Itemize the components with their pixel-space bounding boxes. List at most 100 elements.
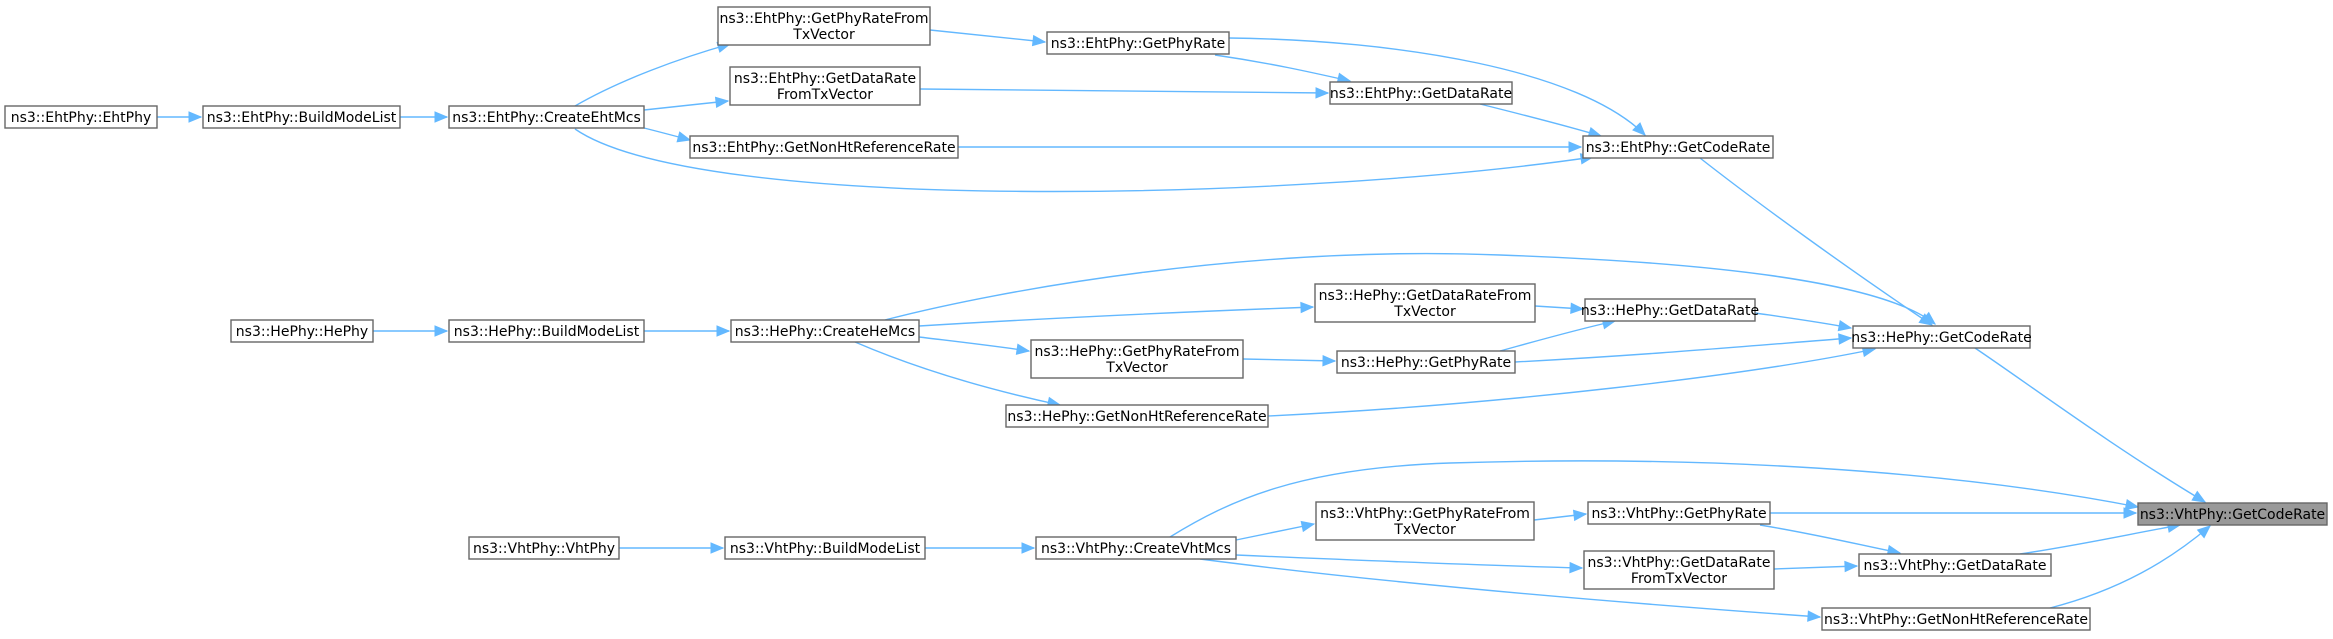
node-box (468, 536, 620, 560)
node-box (724, 536, 926, 560)
node-eht-nonHt[interactable]: ns3::EhtPhy::GetNonHtReferenceRate (689, 135, 959, 159)
node-label: ns3::EhtPhy::BuildModeList (207, 110, 397, 126)
arrowhead (1838, 333, 1853, 345)
edge-vht_phyRate-to-vht_dataRate (1759, 524, 1902, 557)
node-label: TxVector (1393, 304, 1456, 320)
node-box (730, 319, 920, 343)
node-vht-buildModeList[interactable]: ns3::VhtPhy::BuildModeList (724, 536, 926, 560)
edge-he_dataRateFromTx-to-he_dataRate (1534, 302, 1585, 315)
node-vht-ctor[interactable]: ns3::VhtPhy::VhtPhy (468, 536, 620, 560)
node-eht-codeRate[interactable]: ns3::EhtPhy::GetCodeRate (1582, 135, 1774, 159)
node-he-phyRate[interactable]: ns3::HePhy::GetPhyRate (1336, 350, 1516, 374)
node-box (1329, 81, 1513, 105)
node-label: TxVector (1393, 522, 1456, 538)
arrowhead (1807, 610, 1822, 622)
node-label: ns3::EhtPhy::GetDataRate (1330, 86, 1512, 102)
node-eht-dataRate[interactable]: ns3::EhtPhy::GetDataRate (1329, 81, 1513, 105)
node-he-buildModeList[interactable]: ns3::HePhy::BuildModeList (448, 319, 645, 343)
arrowhead (1322, 354, 1337, 367)
node-he-codeRate[interactable]: ns3::HePhy::GetCodeRate (1851, 325, 2032, 349)
node-he-dataRate[interactable]: ns3::HePhy::GetDataRate (1581, 298, 1759, 322)
arrowhead (1837, 319, 1853, 332)
node-he-nonHt[interactable]: ns3::HePhy::GetNonHtReferenceRate (1005, 404, 1269, 428)
edge-he_buildModeList-to-he_createMcs (644, 325, 731, 337)
edge-vht_createMcs-to-vht_codeRate (1169, 460, 2140, 538)
edge-he_ctor-to-he_buildModeList (373, 325, 449, 337)
edge-vht_createMcs-to-vht_phyRateFromTx (1235, 520, 1316, 541)
node-box (1314, 283, 1536, 323)
edge-he_phyRateFromTx-to-he_phyRate (1242, 354, 1337, 367)
node-vht-nonHt[interactable]: ns3::VhtPhy::GetNonHtReferenceRate (1821, 607, 2091, 631)
arrowhead (1921, 311, 1937, 325)
node-eht-ctor[interactable]: ns3::EhtPhy::EhtPhy (4, 105, 158, 129)
arrowhead (2124, 498, 2140, 511)
edge-eht_dataRateFromTx-to-eht_dataRate (919, 87, 1330, 99)
edge-eht_createMcs-to-eht_nonHt (643, 127, 692, 143)
node-box (689, 135, 959, 159)
edge-vht_createMcs-to-vht_dataRateFromTx (1235, 554, 1584, 574)
node-box (729, 66, 921, 106)
node-label: ns3::HePhy::GetDataRate (1581, 303, 1759, 319)
node-box (1582, 135, 1774, 159)
node-label: ns3::VhtPhy::VhtPhy (473, 541, 615, 557)
node-vht-phyRate[interactable]: ns3::VhtPhy::GetPhyRate (1587, 501, 1771, 525)
node-label: ns3::EhtPhy::GetNonHtReferenceRate (692, 140, 955, 156)
node-box (1852, 325, 2031, 349)
node-label: ns3::VhtPhy::GetCodeRate (2140, 507, 2325, 523)
node-box (230, 319, 374, 343)
node-label: ns3::VhtPhy::GetDataRate (1588, 555, 1771, 571)
arrowhead (2123, 507, 2138, 519)
node-label: ns3::VhtPhy::GetNonHtReferenceRate (1824, 612, 2088, 628)
edge-he_codeRate-to-vht_codeRate (1974, 347, 2207, 503)
node-box (1584, 298, 1756, 322)
edge-vht_buildModeList-to-vht_createMcs (925, 542, 1036, 554)
node-box (1821, 607, 2091, 631)
node-box (202, 105, 401, 129)
node-box (1046, 31, 1230, 55)
edge-vht_phyRate-to-vht_codeRate (1770, 507, 2138, 519)
edge-he_createMcs-to-he_nonHt (854, 341, 1062, 409)
node-box (1583, 550, 1775, 590)
node-label: ns3::VhtPhy::GetPhyRateFrom (1320, 506, 1530, 522)
arrowhead (710, 542, 725, 554)
node-eht-phyRate[interactable]: ns3::EhtPhy::GetPhyRate (1046, 31, 1230, 55)
node-vht-dataRate[interactable]: ns3::VhtPhy::GetDataRate (1858, 553, 2052, 577)
node-he-ctor[interactable]: ns3::HePhy::HePhy (230, 319, 374, 343)
node-label: FromTxVector (1631, 571, 1727, 587)
arrowhead (1021, 542, 1036, 554)
arrowhead (188, 111, 203, 123)
node-eht-createMcs[interactable]: ns3::EhtPhy::CreateEhtMcs (448, 105, 645, 129)
edge-vht_ctor-to-vht_buildModeList (619, 542, 725, 554)
edge-eht_nonHt-to-eht_codeRate (958, 141, 1583, 153)
edge-he_createMcs-to-he_phyRateFromTx (918, 336, 1031, 355)
arrowhead (1569, 561, 1584, 574)
node-eht-buildModeList[interactable]: ns3::EhtPhy::BuildModeList (202, 105, 401, 129)
arrowhead (1570, 302, 1585, 315)
node-vht-codeRate[interactable]: ns3::VhtPhy::GetCodeRate (2137, 502, 2328, 526)
arrowhead (716, 325, 731, 337)
node-label: ns3::HePhy::HePhy (236, 324, 368, 340)
arrowhead (2196, 525, 2211, 539)
arrowhead (2191, 490, 2207, 503)
node-label: ns3::VhtPhy::GetDataRate (1864, 558, 2047, 574)
edge-eht_createMcs-to-eht_dataRateFromTx (643, 96, 730, 111)
arrowhead (1844, 560, 1859, 573)
node-vht-createMcs[interactable]: ns3::VhtPhy::CreateVhtMcs (1035, 536, 1237, 560)
node-label: ns3::HePhy::GetCodeRate (1851, 330, 2032, 346)
arrowhead (1568, 141, 1583, 153)
nodes-layer: ns3::VhtPhy::GetCodeRate ns3::HePhy::GetC… (4, 6, 2328, 631)
arrowhead (1031, 34, 1047, 47)
node-label: ns3::EhtPhy::GetPhyRate (1051, 36, 1225, 52)
arrowhead (434, 111, 449, 123)
arrowhead (714, 96, 730, 109)
arrowhead (1300, 301, 1315, 314)
node-he-createMcs[interactable]: ns3::HePhy::CreateHeMcs (730, 319, 920, 343)
arrowhead (1300, 520, 1316, 533)
